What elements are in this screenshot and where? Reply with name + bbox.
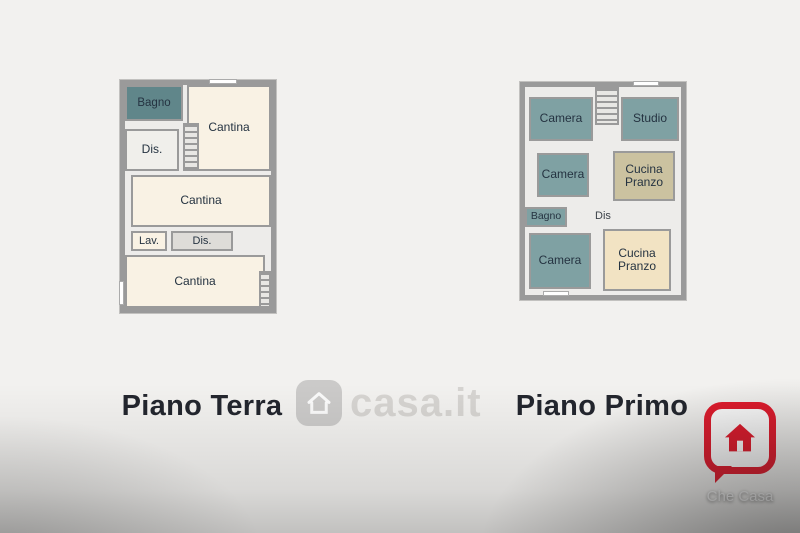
room-label: Lav.: [139, 234, 159, 247]
room-label: Cucina Pranzo: [617, 245, 657, 273]
room-label: Camera: [538, 253, 582, 268]
room-label: Studio: [632, 111, 668, 126]
che-casa-logo: Che Casa: [692, 402, 788, 505]
room-dis2-terra: Dis.: [171, 231, 233, 251]
room-label: Bagno: [137, 96, 171, 109]
house-icon: [725, 423, 755, 452]
piano-primo-title: Piano Primo: [515, 390, 689, 422]
room-dis-terra: Dis.: [125, 129, 179, 171]
room-label: Cantina: [180, 193, 222, 208]
window-marker: [543, 291, 569, 296]
house-icon: [296, 380, 342, 426]
room-camera-top-left: Camera: [529, 97, 593, 141]
casa-it-watermark: casa.it: [296, 380, 482, 426]
stairs-icon: [183, 123, 199, 171]
room-label: Dis.: [192, 234, 212, 247]
room-label: Camera: [541, 167, 585, 182]
room-cucina-pranzo-middle: Cucina Pranzo: [613, 151, 675, 201]
room-label: Dis: [595, 209, 611, 222]
room-label: Cantina: [174, 273, 216, 288]
speech-bubble-icon: [704, 402, 776, 483]
piano-terra-title: Piano Terra: [121, 390, 283, 422]
room-label: Cucina Pranzo: [624, 161, 664, 189]
window-marker: [119, 281, 124, 305]
room-bagno-terra: Bagno: [125, 85, 183, 121]
floorplan-piano-primo: Camera Studio Camera Cucina Pranzo Bagno…: [520, 81, 686, 300]
stairs-icon: [595, 87, 619, 125]
room-cucina-pranzo-bottom: Cucina Pranzo: [603, 229, 671, 291]
room-dis-primo: Dis: [587, 207, 619, 225]
room-label: Cantina: [208, 120, 250, 135]
stairs-icon: [259, 271, 271, 308]
room-camera-bottom-left: Camera: [529, 233, 591, 289]
watermark-brand-text: casa.it: [350, 380, 482, 425]
room-camera-middle-left: Camera: [537, 153, 589, 197]
room-bagno-primo: Bagno: [525, 207, 567, 227]
logo-brand-text: Che Casa: [706, 488, 774, 505]
window-marker: [209, 79, 237, 84]
room-cantina-bottom: Cantina: [125, 255, 265, 308]
room-label: Camera: [539, 111, 583, 126]
room-studio: Studio: [621, 97, 679, 141]
room-cantina-middle: Cantina: [131, 175, 271, 227]
room-cantina-top: Cantina: [187, 85, 271, 171]
room-label: Dis.: [141, 142, 163, 157]
room-lav: Lav.: [131, 231, 167, 251]
bubble-tail-icon: [715, 466, 732, 483]
floorplan-piano-terra: Bagno Cantina Dis. Cantina Lav. Dis. Can…: [119, 79, 276, 313]
room-label: Bagno: [530, 210, 562, 223]
window-marker: [633, 81, 659, 86]
